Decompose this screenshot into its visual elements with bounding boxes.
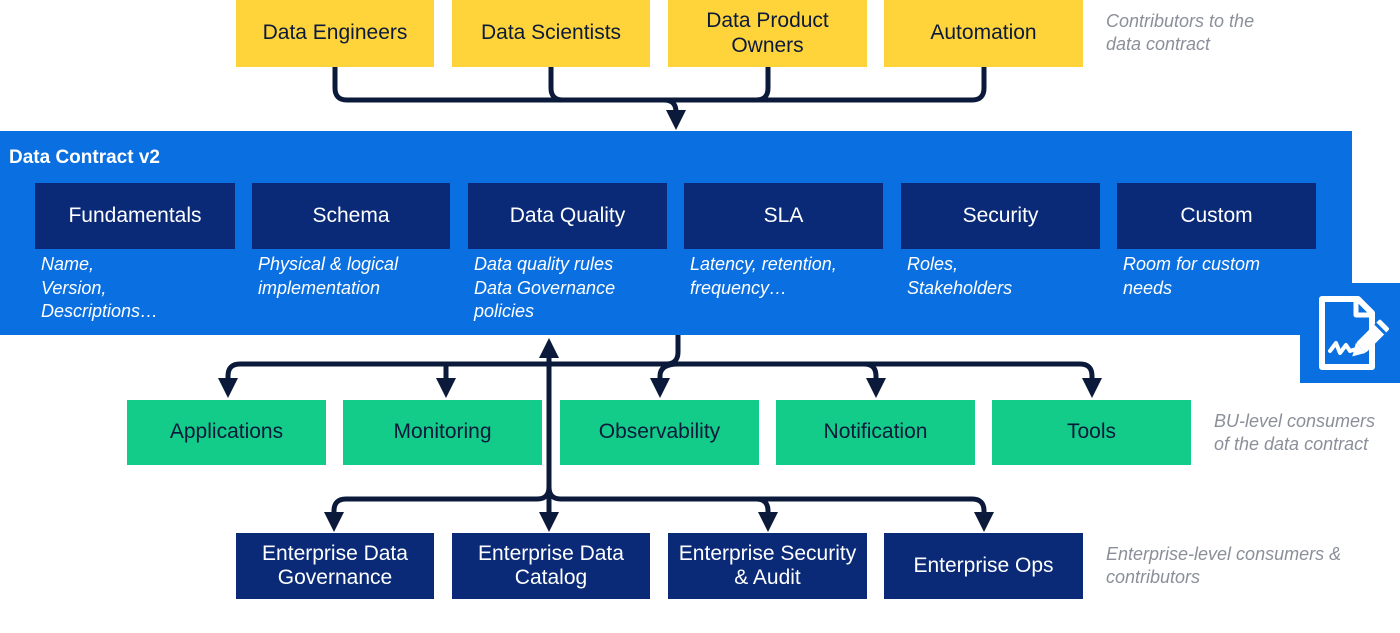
- contributor-data-product-owners: Data Product Owners: [668, 0, 867, 67]
- connector-bu-consumers: [218, 332, 681, 398]
- contributor-automation: Automation: [884, 0, 1083, 67]
- section-security: Security: [901, 183, 1100, 249]
- section-fundamentals: Fundamentals: [35, 183, 235, 249]
- section-sla: SLA: [684, 183, 883, 249]
- doc-badge: [1300, 283, 1400, 383]
- enterprise-security-audit: Enterprise Security & Audit: [668, 533, 867, 599]
- enterprise-data-governance: Enterprise Data Governance: [236, 533, 434, 599]
- bu-consumer-observability: Observability: [560, 400, 759, 465]
- section-data-quality-desc: Data quality rules Data Governance polic…: [474, 254, 616, 321]
- bu-consumer-notification: Notification: [776, 400, 975, 465]
- section-fundamentals-desc: Name, Version, Descriptions…: [41, 254, 159, 321]
- signed-document-pencil-icon: [1319, 296, 1389, 370]
- bu-consumer-monitoring: Monitoring: [343, 400, 542, 465]
- enterprise-note: Enterprise-level consumers & contributor…: [1106, 544, 1342, 587]
- bu-note: BU-level consumers of the data contract: [1214, 411, 1376, 454]
- enterprise-ops: Enterprise Ops: [884, 533, 1083, 599]
- contributor-data-scientists: Data Scientists: [452, 0, 650, 67]
- bu-consumer-applications: Applications: [127, 400, 326, 465]
- section-security-desc: Roles, Stakeholders: [907, 254, 1013, 298]
- bu-consumer-tools: Tools: [992, 400, 1191, 465]
- section-schema: Schema: [252, 183, 450, 249]
- section-schema-desc: Physical & logical implementation: [258, 254, 399, 298]
- connector-contributors: [332, 64, 686, 130]
- section-data-quality: Data Quality: [468, 183, 667, 249]
- enterprise-data-catalog: Enterprise Data Catalog: [452, 533, 650, 599]
- section-custom: Custom: [1117, 183, 1316, 249]
- contributor-data-engineers: Data Engineers: [236, 0, 434, 67]
- section-custom-desc: Room for custom needs: [1123, 254, 1261, 298]
- contract-title: Data Contract v2: [9, 147, 160, 168]
- section-sla-desc: Latency, retention, frequency…: [690, 254, 837, 298]
- contributors-note: Contributors to the data contract: [1106, 11, 1255, 54]
